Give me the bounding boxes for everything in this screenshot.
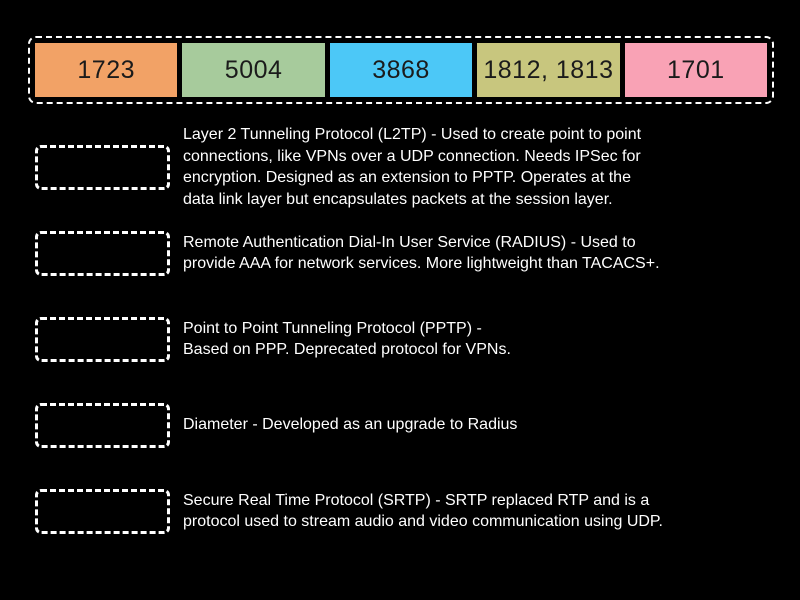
match-row: Layer 2 Tunneling Protocol (L2TP) - Used… — [35, 124, 792, 210]
answer-dropzone[interactable] — [35, 488, 170, 534]
answer-dropzone[interactable] — [35, 230, 170, 276]
port-tile-1812-1813[interactable]: 1812, 1813 — [477, 43, 620, 97]
match-row: Point to Point Tunneling Protocol (PPTP)… — [35, 296, 792, 382]
protocol-description: Point to Point Tunneling Protocol (PPTP)… — [183, 319, 511, 359]
answer-dropzone[interactable] — [35, 402, 170, 448]
protocol-description: Remote Authentication Dial-In User Servi… — [183, 233, 660, 273]
port-tile-3868[interactable]: 3868 — [329, 43, 473, 97]
port-tile-5004[interactable]: 5004 — [182, 43, 325, 97]
answer-bank: 1723 5004 3868 1812, 1813 1701 — [28, 36, 774, 104]
answer-dropzone[interactable] — [35, 316, 170, 362]
answer-dropzone[interactable] — [35, 144, 170, 190]
port-tile-1701[interactable]: 1701 — [624, 43, 768, 97]
protocol-description: Secure Real Time Protocol (SRTP) - SRTP … — [183, 491, 663, 531]
match-row: Secure Real Time Protocol (SRTP) - SRTP … — [35, 468, 792, 554]
match-row: Remote Authentication Dial-In User Servi… — [35, 210, 792, 296]
protocol-description: Diameter - Developed as an upgrade to Ra… — [183, 416, 518, 434]
question-list: Layer 2 Tunneling Protocol (L2TP) - Used… — [35, 124, 792, 554]
protocol-description: Layer 2 Tunneling Protocol (L2TP) - Used… — [183, 126, 642, 208]
match-row: Diameter - Developed as an upgrade to Ra… — [35, 382, 792, 468]
port-tile-1723[interactable]: 1723 — [35, 43, 178, 97]
